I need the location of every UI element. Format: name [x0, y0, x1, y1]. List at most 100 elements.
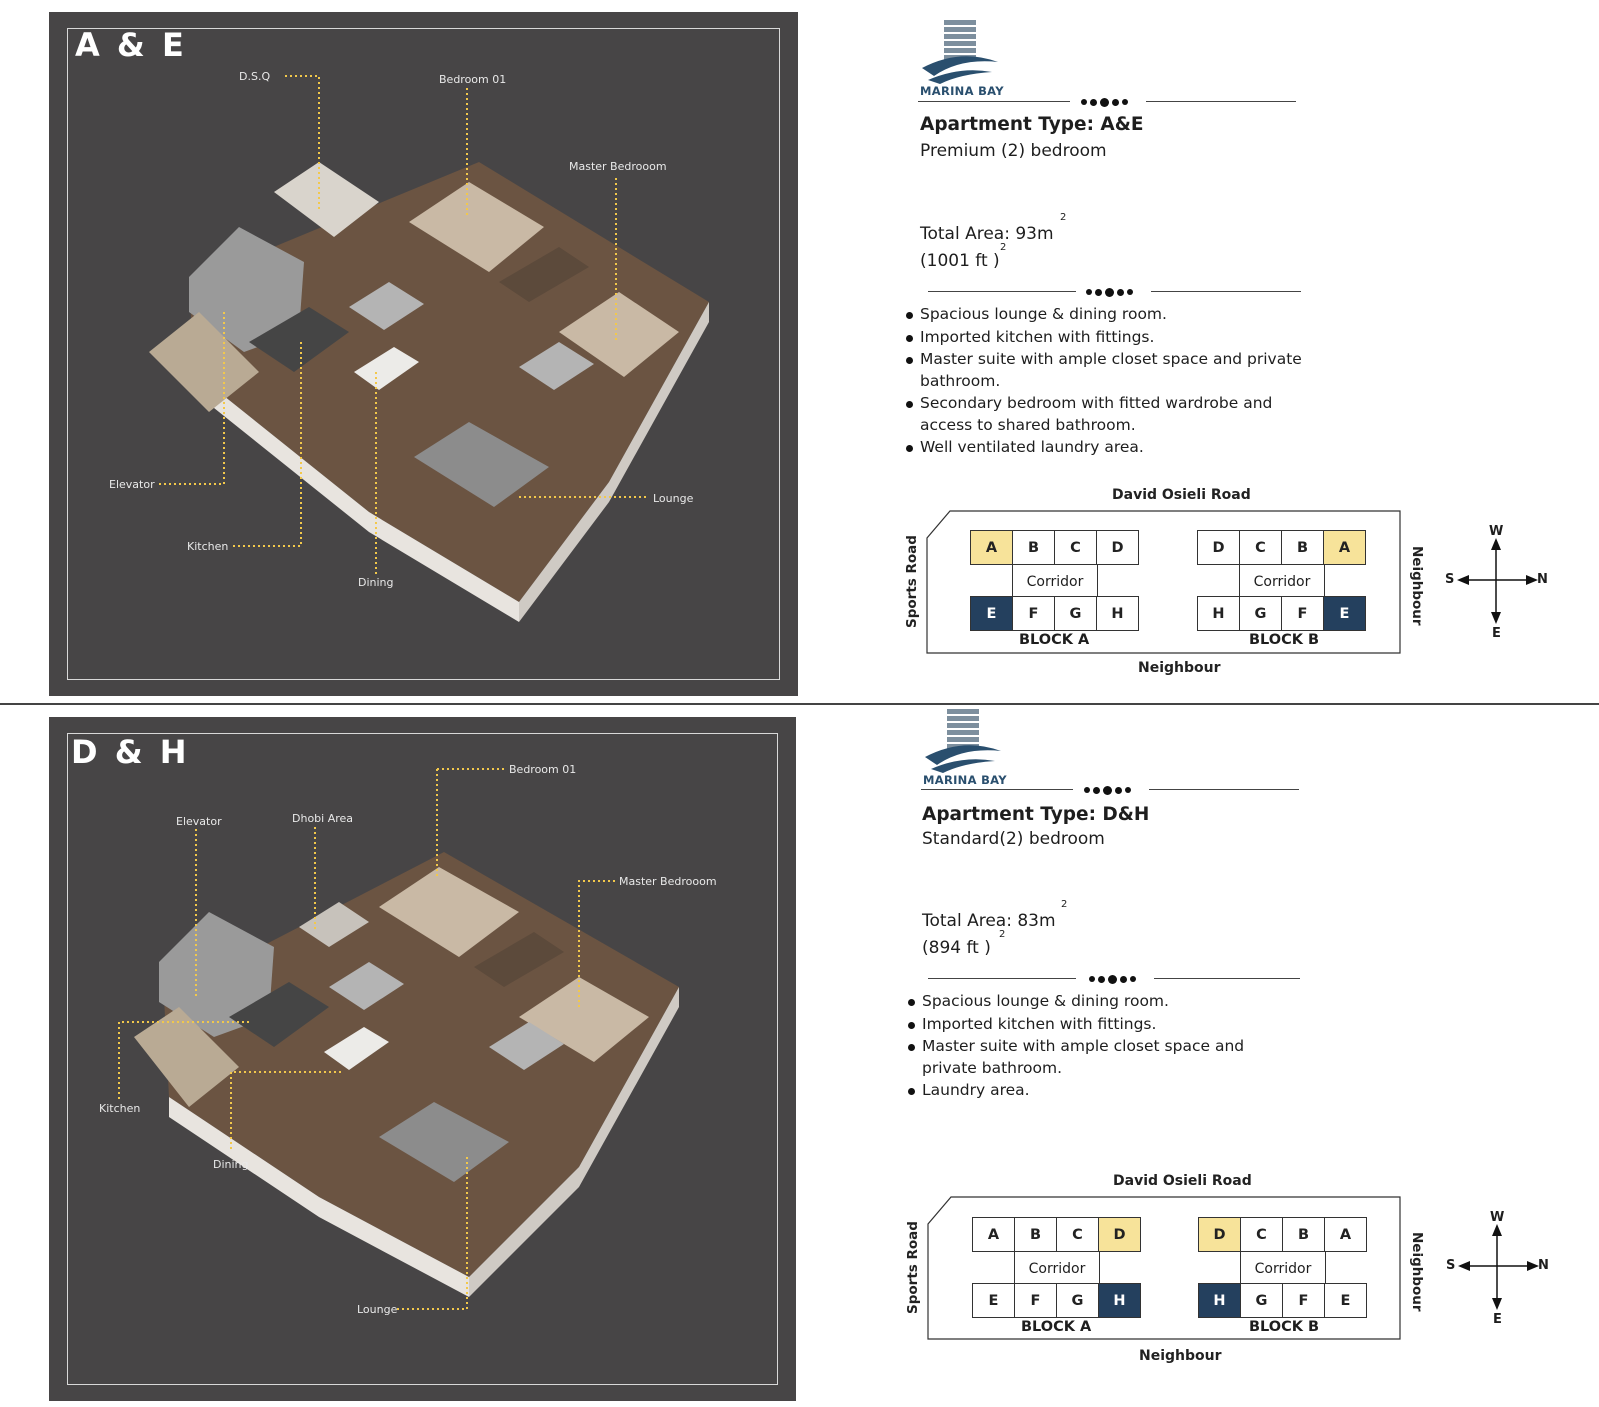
elevator-block [189, 227, 304, 352]
block-a-bottom-row: E F G H [972, 1283, 1141, 1318]
area-ft2: (1001 ft ) [920, 251, 1000, 271]
unit-cell: G [1056, 1283, 1099, 1318]
feature-item: Master suite with ample closet space and… [906, 349, 1306, 392]
label-bedroom-01: Bedroom 01 [509, 763, 576, 776]
brand-name: MARINA BAY [923, 773, 1007, 787]
dots-divider [1081, 96, 1131, 107]
rule-right-2 [1151, 291, 1301, 292]
unit-cell: C [1239, 530, 1282, 565]
leader-master [578, 880, 615, 1007]
plan-frame [67, 733, 778, 1385]
floor-plan-3d-render: D.S.Q Bedroom 01 Master Bedrooom Elevato… [109, 70, 709, 622]
road-east: Neighbour [1409, 1232, 1425, 1312]
plan-frame [67, 28, 780, 680]
unit-cell: H [1197, 596, 1240, 631]
bathroom-2 [489, 1022, 564, 1070]
road-west: Sports Road [905, 1221, 921, 1314]
corridor: Corridor [1240, 1251, 1326, 1286]
leader-dsq [285, 75, 320, 212]
area-m2: Total Area: 83m [922, 911, 1056, 931]
brand-name: MARINA BAY [920, 84, 1004, 98]
leader-dining [230, 1071, 344, 1149]
corridor: Corridor [1012, 564, 1098, 599]
feature-item: Imported kitchen with fittings. [906, 327, 1306, 349]
block-a-label: BLOCK A [1021, 1319, 1092, 1335]
feature-item: Imported kitchen with fittings. [908, 1014, 1268, 1036]
marina-bay-logo-icon [922, 20, 998, 84]
apartment-type: Apartment Type: D&H [922, 804, 1150, 825]
elevator-block [159, 912, 274, 1037]
info-panel: MARINA BAY Apartment Type: A&E Premium (… [900, 0, 1599, 703]
corridor: Corridor [1239, 564, 1325, 599]
bedroom-type: Standard(2) bedroom [922, 829, 1105, 849]
unit-cell: D [1098, 1217, 1141, 1252]
area-ft2-sup: 2 [1000, 242, 1007, 253]
lounge-area [379, 1102, 509, 1182]
plan-wall-front [194, 372, 519, 622]
feature-item: Master suite with ample closet space and… [908, 1036, 1268, 1079]
section-dh: D & H Bedroom [0, 705, 1599, 1407]
label-dining: Dining [358, 576, 394, 589]
wardrobe [499, 247, 589, 302]
unit-cell: D [1096, 530, 1139, 565]
master-bedroom [519, 977, 649, 1062]
bedroom-01 [409, 182, 544, 272]
road-north: David Osieli Road [1112, 487, 1251, 503]
unit-cell: E [970, 596, 1013, 631]
bedroom-01 [379, 867, 519, 957]
bedroom-type: Premium (2) bedroom [920, 141, 1107, 161]
dsq-room [274, 162, 379, 237]
rule-right [1149, 789, 1299, 790]
feature-list: Spacious lounge & dining room. Imported … [906, 304, 1306, 460]
leader-kitchen [118, 1021, 249, 1099]
unit-cell: H [1096, 596, 1139, 631]
feature-list: Spacious lounge & dining room. Imported … [908, 991, 1268, 1103]
block-b-label: BLOCK B [1249, 632, 1320, 648]
block-b-bottom-row: H G F E [1197, 596, 1366, 631]
label-kitchen: Kitchen [187, 540, 228, 553]
dots-divider [1084, 784, 1134, 795]
compass-icon: W E S N [1445, 524, 1548, 641]
label-elevator: Elevator [109, 478, 155, 491]
rule-right [1146, 101, 1296, 102]
compass-icon: W E S N [1446, 1210, 1549, 1327]
unit-cell: F [1282, 1283, 1325, 1318]
info-panel: MARINA BAY Apartment Type: D&H Standard(… [903, 705, 1599, 1407]
floor-plan-3d-render: Bedroom 01 Elevator Dhobi Area Master Be… [99, 763, 717, 1316]
floor-plan-panel: D & H Bedroom [49, 717, 796, 1401]
site-boundary [926, 510, 1401, 654]
unit-cell: E [972, 1283, 1015, 1318]
unit-cell: D [1198, 1217, 1241, 1252]
section-ae: A & E [0, 0, 1599, 703]
kitchen-area [229, 982, 329, 1047]
label-dhobi-area: Dhobi Area [292, 812, 353, 825]
unit-cell: H [1198, 1283, 1241, 1318]
unit-cell: G [1054, 596, 1097, 631]
bathroom-1 [349, 282, 424, 330]
label-dining: Dining [213, 1158, 249, 1171]
kitchen-area [249, 307, 349, 372]
block-a-label: BLOCK A [1019, 632, 1090, 648]
feature-item: Secondary bedroom with fitted wardrobe a… [906, 393, 1306, 436]
unit-cell: A [970, 530, 1013, 565]
bathroom-2 [519, 342, 594, 390]
marina-bay-logo-icon [925, 709, 1001, 773]
unit-cell: G [1240, 1283, 1283, 1318]
label-master-bedroom: Master Bedrooom [569, 160, 667, 173]
block-b-label: BLOCK B [1249, 1319, 1320, 1335]
plan-wall-front [169, 1097, 469, 1297]
label-master-bedroom: Master Bedrooom [619, 875, 717, 888]
site-plan: David Osieli Road Sports Road Neighbour … [900, 486, 1599, 696]
unit-cell: B [1281, 530, 1324, 565]
balcony [149, 312, 259, 412]
compass-n: N [1537, 572, 1548, 587]
unit-cell: H [1098, 1283, 1141, 1318]
label-bedroom-01: Bedroom 01 [439, 73, 506, 86]
leader-bedroom01 [436, 768, 507, 877]
unit-cell: C [1240, 1217, 1283, 1252]
label-lounge: Lounge [357, 1303, 398, 1316]
area-m2: Total Area: 93m [920, 224, 1054, 244]
compass-n: N [1538, 1258, 1549, 1273]
dining-table [324, 1027, 389, 1070]
unit-cell: E [1324, 1283, 1367, 1318]
